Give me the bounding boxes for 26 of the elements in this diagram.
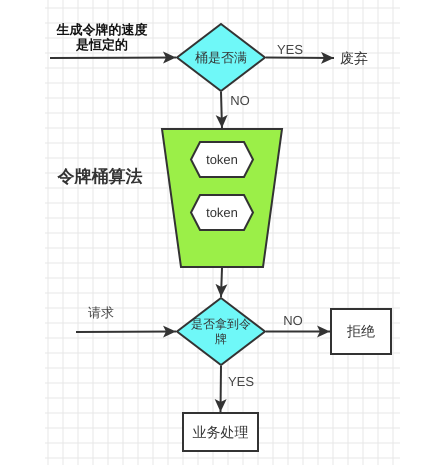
edge-label: YES — [226, 374, 255, 390]
decision-diamond — [176, 23, 266, 92]
arrow — [50, 52, 176, 64]
arrow — [216, 92, 228, 128]
node-text: 拒绝 — [347, 323, 375, 340]
node-text: token — [206, 152, 238, 168]
edge-label: 生成令牌的速度是恒定的 — [55, 23, 148, 53]
node-text: token — [206, 204, 238, 220]
process-box — [182, 412, 259, 452]
node-text: 是否拿到令牌 — [190, 317, 252, 346]
side-heading: 令牌桶算法 — [56, 166, 144, 188]
arrow — [76, 326, 176, 338]
edge-label: 请求 — [87, 305, 115, 322]
arrow — [214, 366, 227, 412]
arrow — [266, 52, 334, 64]
edge-label: YES — [276, 42, 304, 58]
process-box — [330, 308, 392, 355]
edge-label: NO — [229, 93, 251, 110]
node-text: 业务处理 — [192, 424, 248, 440]
edge-label: NO — [282, 313, 304, 330]
node-text: 桶是否满 — [195, 50, 247, 66]
decision-diamond — [176, 297, 266, 366]
arrow — [215, 268, 228, 298]
arrow — [266, 326, 330, 338]
outcome-text: 废弃 — [338, 49, 370, 67]
bucket-trapezoid — [161, 128, 283, 268]
